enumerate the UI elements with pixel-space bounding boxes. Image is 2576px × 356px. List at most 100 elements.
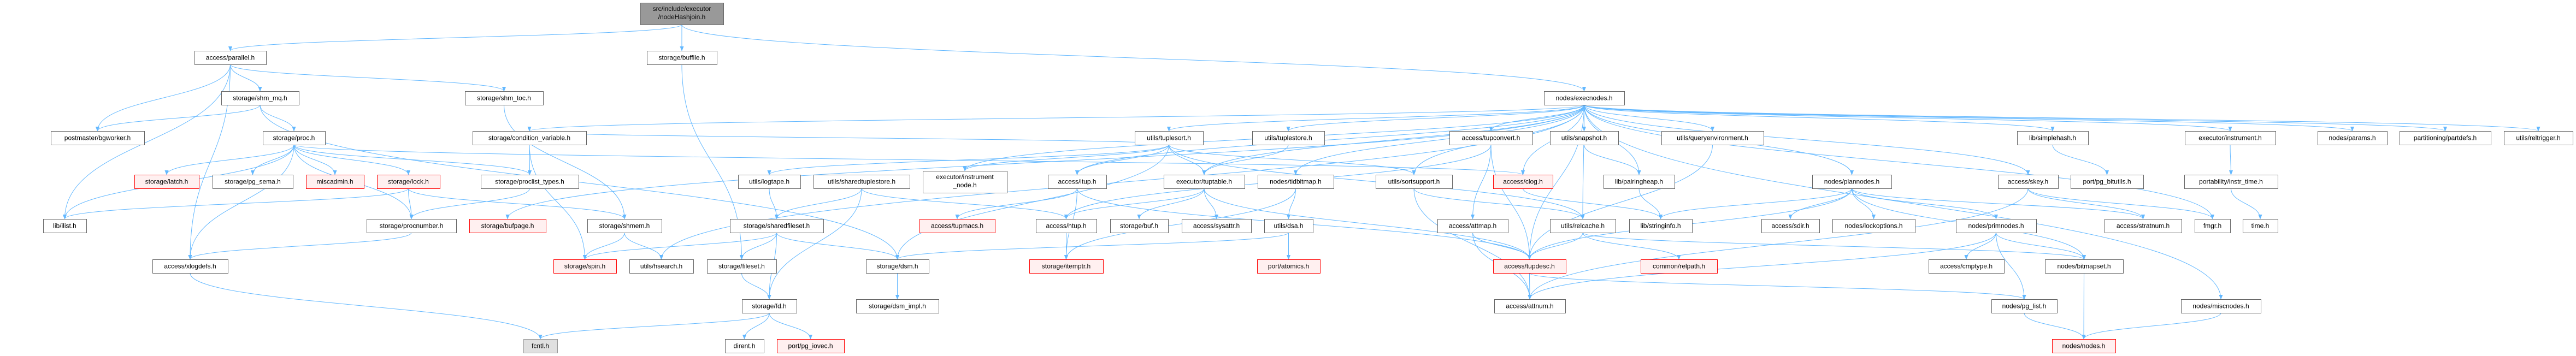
- node-tidbitmap[interactable]: nodes/tidbitmap.h: [1258, 175, 1334, 189]
- node-tuplesort[interactable]: utils/tuplesort.h: [1135, 131, 1204, 145]
- node-reltrigger[interactable]: utils/reltrigger.h: [2504, 131, 2573, 145]
- node-nodes[interactable]: nodes/nodes.h: [2052, 339, 2116, 353]
- node-condvar[interactable]: storage/condition_variable.h: [473, 131, 587, 145]
- node-pg_iovec[interactable]: port/pg_iovec.h: [777, 339, 845, 353]
- node-miscnodes[interactable]: nodes/miscnodes.h: [2181, 299, 2261, 313]
- node-time[interactable]: time.h: [2243, 219, 2278, 233]
- node-parallel[interactable]: access/parallel.h: [194, 51, 267, 65]
- node-box: [1544, 91, 1625, 105]
- node-pairingheap[interactable]: lib/pairingheap.h: [1604, 175, 1675, 189]
- node-label: storage/itemptr.h: [1042, 263, 1090, 270]
- node-params[interactable]: nodes/params.h: [2318, 131, 2388, 145]
- node-relpath[interactable]: common/relpath.h: [1641, 259, 1718, 274]
- node-dirent[interactable]: dirent.h: [725, 339, 764, 353]
- node-clog[interactable]: access/clog.h: [1493, 175, 1553, 189]
- node-itemptr[interactable]: storage/itemptr.h: [1029, 259, 1104, 274]
- node-bgworker[interactable]: postmaster/bgworker.h: [51, 131, 145, 145]
- node-buf[interactable]: storage/buf.h: [1110, 219, 1169, 233]
- node-box: [1641, 259, 1718, 274]
- node-box: [1494, 299, 1566, 313]
- node-label: storage/shm_toc.h: [477, 94, 531, 102]
- node-label: utils/reltrigger.h: [2516, 134, 2560, 142]
- node-sharedtuplestore[interactable]: utils/sharedtuplestore.h: [814, 175, 910, 189]
- node-tupmacs[interactable]: access/tupmacs.h: [919, 219, 995, 233]
- node-instr_time[interactable]: portability/instr_time.h: [2184, 175, 2278, 189]
- node-sdir[interactable]: access/sdir.h: [1761, 219, 1820, 233]
- edge-primnodes-to-pg_list: [1996, 232, 2026, 300]
- node-sysattr[interactable]: access/sysattr.h: [1182, 219, 1252, 233]
- node-shmem[interactable]: storage/shmem.h: [587, 219, 662, 233]
- node-bitmapset[interactable]: nodes/bitmapset.h: [2045, 259, 2124, 274]
- node-stratnum[interactable]: access/stratnum.h: [2105, 219, 2182, 233]
- node-box: [2504, 131, 2573, 145]
- node-box: [1029, 259, 1104, 274]
- node-attnum[interactable]: access/attnum.h: [1494, 299, 1566, 313]
- node-xlogdefs[interactable]: access/xlogdefs.h: [152, 259, 228, 274]
- node-sharedfileset[interactable]: storage/sharedfileset.h: [730, 219, 824, 233]
- node-pg_bitutils[interactable]: port/pg_bitutils.h: [2071, 175, 2144, 189]
- node-procnumber[interactable]: storage/procnumber.h: [367, 219, 457, 233]
- node-relcache[interactable]: utils/relcache.h: [1550, 219, 1616, 233]
- node-proc[interactable]: storage/proc.h: [263, 131, 326, 145]
- node-simplehash[interactable]: lib/simplehash.h: [2017, 131, 2089, 145]
- node-fmgr[interactable]: fmgr.h: [2195, 219, 2231, 233]
- node-dsm_impl[interactable]: storage/dsm_impl.h: [856, 299, 939, 313]
- node-tuptable[interactable]: executor/tuptable.h: [1164, 175, 1245, 189]
- node-bufpage[interactable]: storage/bufpage.h: [469, 219, 546, 233]
- node-main[interactable]: src/include/executor/nodeHashjoin.h: [640, 3, 724, 25]
- edge-tuplesort-to-dsm: [895, 144, 1169, 260]
- node-lockoptions[interactable]: nodes/lockoptions.h: [1832, 219, 1915, 233]
- node-label: storage/lock.h: [388, 178, 429, 186]
- node-box: [1252, 131, 1325, 145]
- node-hsearch[interactable]: utils/hsearch.h: [629, 259, 694, 274]
- node-tupconvert[interactable]: access/tupconvert.h: [1449, 131, 1533, 145]
- node-ilist[interactable]: lib/ilist.h: [43, 219, 87, 233]
- node-plannodes[interactable]: nodes/plannodes.h: [1812, 175, 1892, 189]
- node-attmap[interactable]: access/attmap.h: [1437, 219, 1508, 233]
- node-shm_toc[interactable]: storage/shm_toc.h: [465, 91, 544, 105]
- node-snapshot[interactable]: utils/snapshot.h: [1550, 131, 1619, 145]
- node-tupdesc[interactable]: access/tupdesc.h: [1493, 259, 1566, 274]
- node-label: port/atomics.h: [1268, 263, 1309, 270]
- node-dsm[interactable]: storage/dsm.h: [866, 259, 929, 274]
- edge-sharedtuplestore-to-sharedfileset: [774, 188, 862, 219]
- node-label: storage/dsm_impl.h: [869, 302, 926, 310]
- node-label: fmgr.h: [2203, 222, 2221, 230]
- node-fileset[interactable]: storage/fileset.h: [707, 259, 777, 274]
- node-htup[interactable]: access/htup.h: [1036, 219, 1097, 233]
- node-shm_mq[interactable]: storage/shm_mq.h: [221, 91, 299, 105]
- node-fd[interactable]: storage/fd.h: [742, 299, 797, 313]
- node-fcntl[interactable]: fcntl.h: [523, 339, 558, 353]
- edge-tuptable-to-tupdesc: [1204, 188, 1532, 260]
- node-cmptype[interactable]: access/cmptype.h: [1929, 259, 2005, 274]
- node-label: access/attnum.h: [1506, 302, 1553, 310]
- node-pg_sema[interactable]: storage/pg_sema.h: [213, 175, 293, 189]
- node-queryenv[interactable]: utils/queryenvironment.h: [1661, 131, 1764, 145]
- node-label: executor/tuptable.h: [1176, 178, 1232, 186]
- node-stringinfo[interactable]: lib/stringinfo.h: [1629, 219, 1693, 233]
- node-dsa[interactable]: utils/dsa.h: [1264, 219, 1313, 233]
- node-latch[interactable]: storage/latch.h: [134, 175, 199, 189]
- node-execnodes[interactable]: nodes/execnodes.h: [1544, 91, 1625, 105]
- node-skey[interactable]: access/skey.h: [1998, 175, 2059, 189]
- node-itup[interactable]: access/itup.h: [1048, 175, 1107, 189]
- node-sortsupport[interactable]: utils/sortsupport.h: [1376, 175, 1453, 189]
- node-tuplestore[interactable]: utils/tuplestore.h: [1252, 131, 1325, 145]
- node-instrument_node[interactable]: executor/instrument_node.h: [923, 171, 1007, 193]
- node-atomics[interactable]: port/atomics.h: [1257, 259, 1321, 274]
- node-label: storage/spin.h: [564, 263, 605, 270]
- node-instrument[interactable]: executor/instrument.h: [2185, 131, 2276, 145]
- node-partdefs[interactable]: partitioning/partdefs.h: [2400, 131, 2491, 145]
- node-logtape[interactable]: utils/logtape.h: [738, 175, 801, 189]
- node-spin[interactable]: storage/spin.h: [553, 259, 617, 274]
- node-box: [730, 219, 824, 233]
- node-proclist[interactable]: storage/proclist_types.h: [481, 175, 579, 189]
- node-pg_list[interactable]: nodes/pg_list.h: [1991, 299, 2058, 313]
- node-lock[interactable]: storage/lock.h: [377, 175, 440, 189]
- edge-relcache-to-relpath: [1582, 232, 1681, 260]
- node-miscadmin[interactable]: miscadmin.h: [306, 175, 364, 189]
- node-buffile[interactable]: storage/buffile.h: [647, 51, 717, 65]
- node-primnodes[interactable]: nodes/primnodes.h: [1956, 219, 2037, 233]
- edge-fd-to-fcntl: [538, 312, 770, 340]
